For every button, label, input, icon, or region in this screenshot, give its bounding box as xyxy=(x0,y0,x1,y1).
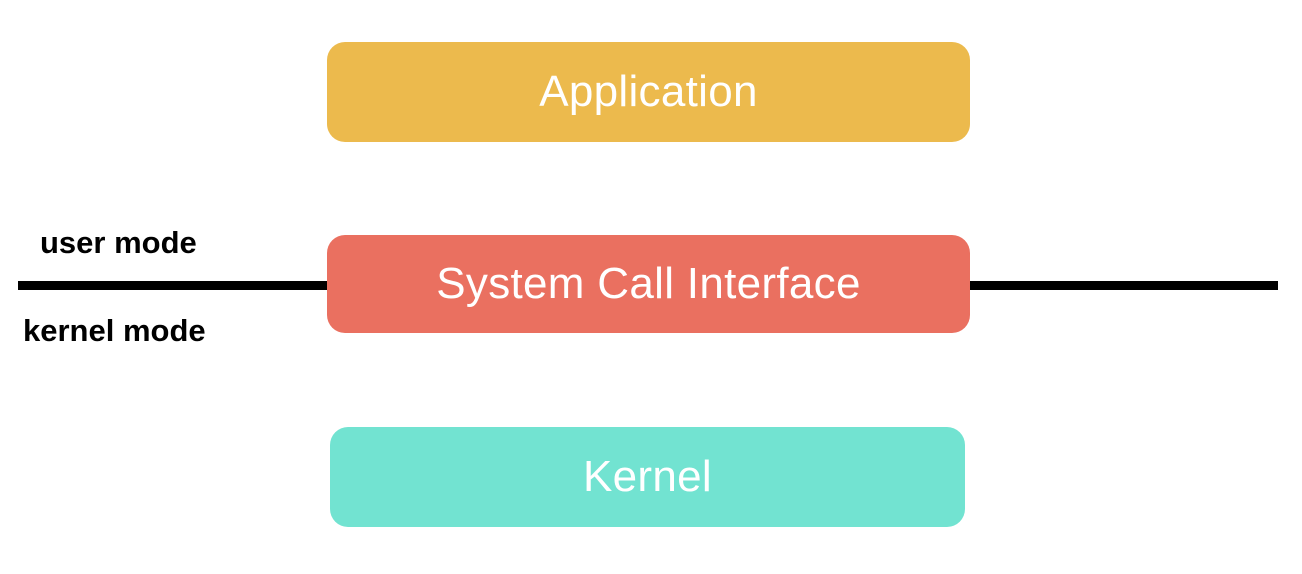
application-layer-label: Application xyxy=(539,67,758,116)
user-mode-label: user mode xyxy=(40,225,197,260)
kernel-layer: Kernel xyxy=(330,427,965,527)
kernel-mode-label: kernel mode xyxy=(23,313,206,348)
system-call-interface-label: System Call Interface xyxy=(436,259,861,308)
system-call-interface-layer: System Call Interface xyxy=(327,235,970,333)
kernel-layer-label: Kernel xyxy=(583,452,712,501)
application-layer: Application xyxy=(327,42,970,142)
